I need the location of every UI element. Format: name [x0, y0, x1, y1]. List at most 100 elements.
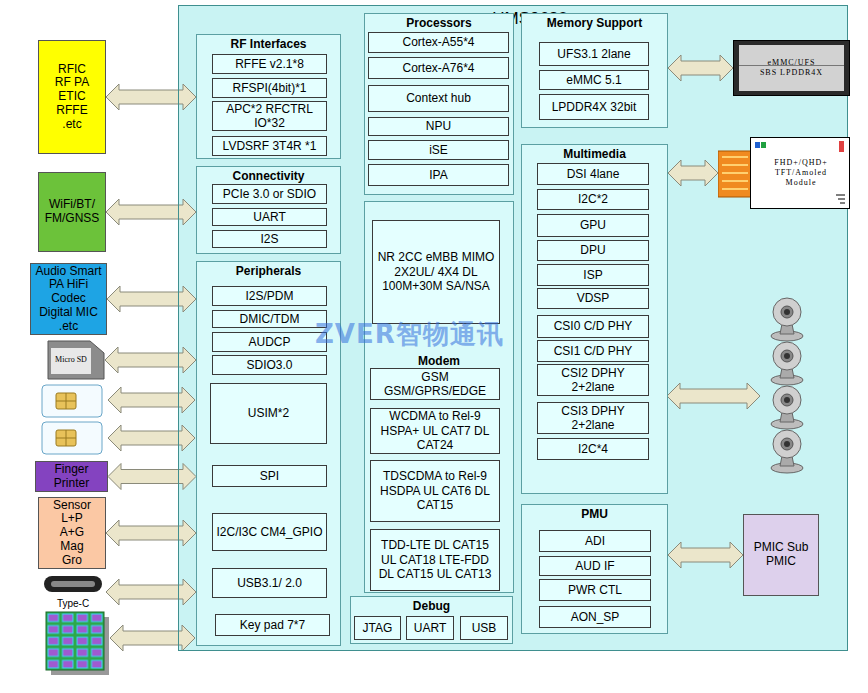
block-label: CSI0 C/D PHY: [554, 319, 633, 333]
camera: [771, 298, 803, 473]
function-block: TDD-LTE DL CAT15 UL CAT18 LTE-FDD DL CAT…: [370, 529, 500, 591]
function-block: Key pad 7*7: [215, 614, 330, 636]
block-heading: Peripherals: [197, 264, 340, 278]
block-group: Memory SupportUFS3.1 2lane eMMC 5.1LPDDR4…: [521, 13, 668, 128]
block-heading: Debug: [351, 599, 512, 613]
block-heading: Processors: [365, 16, 513, 30]
keypad: [46, 612, 109, 675]
function-block: LPDDR4X 32bit: [539, 94, 649, 120]
block-group: MultimediaDSI 4laneI2C*2GPUDPUISPVDSPCSI…: [521, 144, 668, 494]
function-block: I2S: [212, 230, 327, 248]
block-label: I2C*4: [578, 442, 608, 456]
function-block: Cortex-A55*4: [368, 32, 509, 53]
external-device: Audio Smart PA HiFi Codec Digital MIC .e…: [30, 263, 107, 335]
block-label: DSI 4lane: [567, 167, 620, 181]
block-label: Audio Smart PA HiFi Codec Digital MIC .e…: [33, 265, 104, 334]
function-block: USB: [460, 616, 508, 640]
block-label: USB: [472, 621, 497, 635]
function-block: LVDSRF 3T4R *1: [212, 136, 327, 156]
block-label: UART: [414, 621, 446, 635]
block-label: AUD IF: [575, 559, 614, 573]
block-label: TDSCDMA to Rel-9 HSDPA UL CAT6 DL CAT15: [374, 469, 496, 512]
function-block: SPI: [212, 465, 327, 487]
bus-arrow: [668, 160, 718, 186]
block-label: eMMC 5.1: [566, 73, 621, 87]
block-label: WCDMA to Rel-9 HSPA+ UL CAT7 DL CAT24: [374, 409, 496, 452]
block-label: I2C/I3C CM4_GPIO: [216, 525, 322, 539]
block-label: I2C*2: [578, 192, 608, 206]
camera-arrow: [667, 383, 760, 409]
block-heading: Modem: [365, 354, 513, 368]
bus-arrow: [108, 464, 196, 490]
block-label: Type-C: [57, 598, 89, 610]
bus-arrow: [668, 55, 733, 81]
function-block: I2S/PDM: [212, 286, 327, 306]
block-label: USIM*2: [248, 406, 289, 420]
block-group: ModemNR 2CC eMBB MIMO 2X2UL/ 4X4 DL 100M…: [364, 201, 514, 593]
block-label: SBS LPDDR4X: [760, 68, 823, 78]
external-device: Finger Printer: [35, 461, 108, 492]
function-block: UART: [406, 616, 454, 640]
block-label: TDD-LTE DL CAT15 UL CAT18 LTE-FDD DL CAT…: [374, 538, 496, 581]
sim-arrow: [108, 387, 195, 413]
block-label: APC*2 RFCTRL IO*32: [216, 102, 323, 131]
function-block: AON_SP: [539, 606, 651, 628]
function-block: USIM*2: [210, 383, 327, 444]
function-block: CSI0 C/D PHY: [537, 315, 649, 338]
function-block: DMIC/TDM: [212, 310, 327, 328]
block-label: iSE: [429, 143, 448, 157]
block-label: JTAG: [363, 621, 393, 635]
block-label: PWR CTL: [568, 583, 622, 597]
external-device: PMIC Sub PMIC: [743, 514, 819, 596]
block-label: Finger Printer: [38, 463, 105, 491]
block-heading: Connectivity: [197, 169, 340, 183]
function-block: USB3.1/ 2.0: [212, 568, 327, 598]
function-block: IPA: [368, 164, 509, 186]
function-block: AUDCP: [212, 332, 327, 352]
bus-arrow: [107, 286, 196, 312]
bus-arrow: [106, 199, 196, 225]
function-block: I2C*4: [537, 438, 649, 460]
block-label: CSI2 DPHY 2+2lane: [541, 366, 645, 395]
block-label: Key pad 7*7: [240, 618, 305, 632]
block-label: UFS3.1 2lane: [557, 47, 630, 61]
block-label: PCIe 3.0 or SDIO: [223, 187, 316, 201]
block-group: ProcessorsCortex-A55*4Cortex-A76*4Contex…: [364, 13, 514, 195]
block-label: SDIO3.0: [246, 358, 292, 372]
block-label: WiFi/BT/ FM/GNSS: [41, 198, 103, 226]
block-label: LVDSRF 3T4R *1: [223, 139, 317, 153]
block-label: USB3.1/ 2.0: [237, 576, 302, 590]
sim-arrow: [108, 425, 195, 451]
block-label: FHD+/QHD+ TFT/Amoled Module: [758, 158, 844, 188]
block-label: RFIC RF PA ETIC RFFE .etc: [51, 63, 93, 132]
function-block: PCIe 3.0 or SDIO: [212, 184, 327, 204]
block-group: ConnectivityPCIe 3.0 or SDIOUARTI2S: [196, 166, 341, 254]
function-block: UFS3.1 2lane: [539, 42, 649, 66]
block-label: AUDCP: [248, 335, 290, 349]
block-heading: Multimedia: [522, 147, 667, 161]
function-block: WCDMA to Rel-9 HSPA+ UL CAT7 DL CAT24: [370, 408, 500, 454]
block-label: IPA: [429, 168, 447, 182]
function-block: DSI 4lane: [537, 163, 649, 185]
block-label: SPI: [260, 469, 279, 483]
function-block: iSE: [368, 140, 509, 160]
block-label: RFSPI(4bit)*1: [232, 81, 306, 95]
block-heading: Memory Support: [522, 16, 667, 30]
block-label: LPDDR4X 32bit: [552, 100, 637, 114]
bus-arrow: [668, 542, 743, 568]
block-label: GPU: [580, 218, 606, 232]
function-block: AUD IF: [539, 556, 651, 576]
function-block: GSM GSM/GPRS/EDGE: [370, 368, 500, 400]
block-label: eMMC/UFS: [767, 58, 815, 68]
chip-fill: [178, 5, 848, 651]
function-block: CSI2 DPHY 2+2lane: [537, 364, 649, 396]
block-label: DPU: [580, 243, 605, 257]
function-block: I2C/I3C CM4_GPIO: [212, 513, 327, 551]
block-label: AON_SP: [571, 610, 620, 624]
function-block: ADI: [539, 530, 651, 552]
function-block: PWR CTL: [539, 579, 651, 601]
function-block: CSI1 C/D PHY: [537, 340, 649, 362]
block-group: DebugJTAG UART USB: [350, 596, 513, 644]
function-block: RFFE v2.1*8: [212, 54, 327, 74]
block-label: PMIC Sub PMIC: [750, 541, 812, 569]
